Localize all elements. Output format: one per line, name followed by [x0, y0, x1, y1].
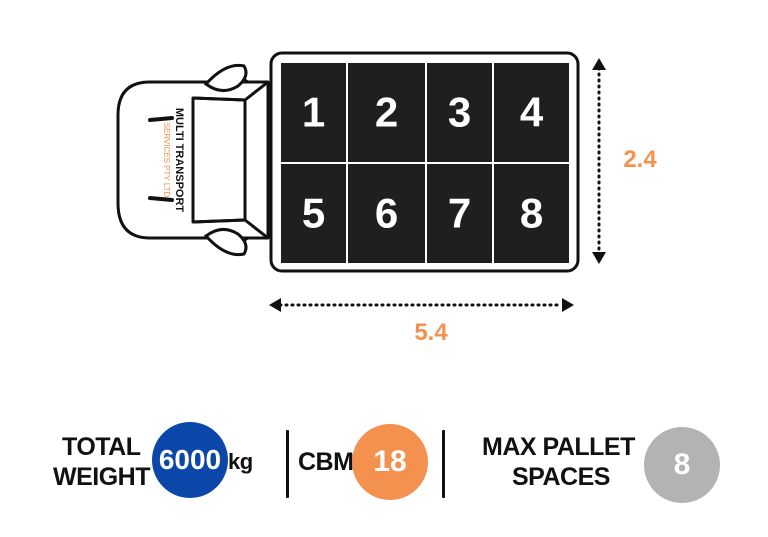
pallet-number: 1 — [302, 89, 325, 136]
mirror-bottom-icon — [203, 228, 248, 257]
mirror-top-icon — [203, 63, 248, 92]
pallet-space — [279, 61, 348, 164]
pallet-space — [346, 162, 427, 265]
pallet-number: 7 — [448, 190, 471, 237]
cbm-label: CBM — [298, 448, 354, 476]
cbm-value: 18 — [373, 445, 407, 478]
truck-diagram: MULTI TRANSPORT SERVICES PTY LTD 1 2 3 4 5 6 7… — [116, 51, 657, 346]
total-weight-label-line1: TOTAL — [62, 433, 141, 461]
length-arrow — [269, 298, 574, 312]
pallet-space — [492, 61, 571, 164]
width-arrow — [592, 58, 606, 264]
divider-2 — [442, 430, 445, 498]
total-weight-label-line2: WEIGHT — [53, 463, 151, 491]
wiper-top-icon — [148, 116, 174, 122]
pallet-space — [425, 162, 494, 265]
width-dimension-label: 2.4 — [623, 146, 657, 173]
total-weight-value: 6000 — [158, 444, 222, 475]
pallet-number: 4 — [520, 89, 544, 136]
wiper-bottom-icon — [148, 196, 174, 202]
truck-brand-line1: MULTI TRANSPORT — [173, 108, 185, 213]
truck-cab — [116, 73, 270, 247]
pallet-number: 6 — [375, 190, 398, 237]
truck-brand-line2: SERVICES PTY LTD — [162, 123, 171, 198]
pallet-number: 2 — [375, 89, 398, 136]
pallet-value: 8 — [673, 448, 691, 481]
pallet-grid: 1 2 3 4 5 6 7 8 — [279, 61, 571, 265]
pallet-number: 3 — [448, 89, 471, 136]
pallet-space — [346, 61, 427, 164]
total-weight-unit: kg — [228, 449, 253, 474]
pallet-space — [279, 162, 348, 265]
cbm-badge: 18 — [352, 424, 428, 500]
pallet-label-line1: MAX PALLET — [482, 433, 635, 461]
length-dimension-label: 5.4 — [414, 319, 448, 346]
total-weight-badge: 6000 — [152, 422, 228, 498]
pallet-number: 5 — [302, 190, 325, 237]
pallet-label-line2: SPACES — [512, 463, 610, 491]
pallet-badge: 8 — [644, 427, 720, 503]
stats-row: TOTAL WEIGHT 6000 kg CBM 18 MAX PALLET S… — [0, 410, 768, 510]
pallet-number: 8 — [520, 190, 543, 237]
divider-1 — [286, 430, 289, 498]
pallet-space — [492, 162, 571, 265]
